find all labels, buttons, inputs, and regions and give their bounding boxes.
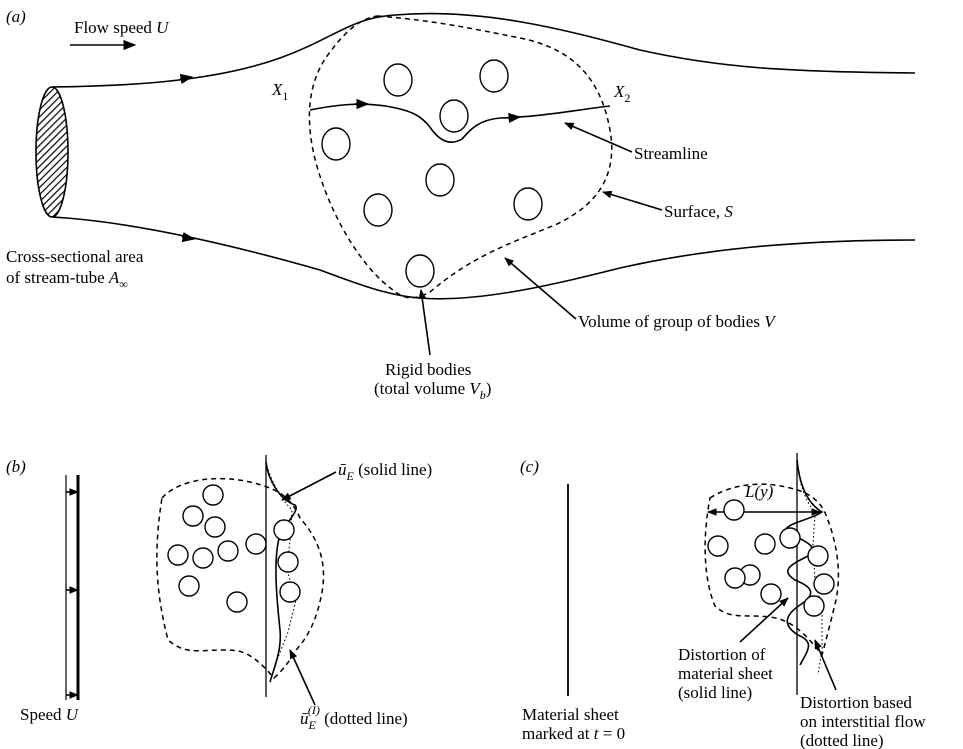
rigid-body-circle — [178, 575, 200, 597]
streamline-arrowhead-icon-2 — [507, 112, 522, 124]
ly-label: L(y) — [744, 482, 774, 501]
distortion-label-line1: Distortion of — [678, 645, 766, 664]
rigid-body-circle — [803, 595, 825, 617]
streamline-pointer — [564, 122, 633, 153]
rigid-body-circle — [779, 527, 801, 549]
rigid-body-circle — [707, 535, 729, 557]
cross-section-ellipse — [35, 86, 69, 218]
volume-label: Volume of group of bodies V — [578, 312, 777, 331]
material-sheet-label-line1: Material sheet — [522, 705, 619, 724]
upper-flow-arrowhead-icon — [179, 73, 194, 84]
lower-flow-arrowhead-icon — [181, 232, 196, 243]
panel-b-label: (b) — [6, 457, 26, 476]
rigid-body-circle — [226, 591, 248, 613]
point-x2-label: X2 — [613, 82, 630, 105]
surface-s-dashed-boundary — [308, 15, 613, 299]
rigid-body-circle — [245, 533, 267, 555]
rigid-body-circle — [813, 573, 835, 595]
rigid-body-circle — [217, 540, 239, 562]
stream-tube-upper-boundary — [51, 12, 916, 88]
rigid-body-circle — [425, 163, 455, 197]
group-boundary-c — [704, 483, 840, 657]
rigid-body-circle — [760, 583, 782, 605]
distortion-label-line3: (solid line) — [678, 683, 752, 702]
rigid-body-circle — [439, 99, 469, 133]
panel-a-label: (a) — [6, 7, 26, 26]
interstitial-pointer — [814, 639, 837, 691]
rigid-bodies-group-c — [707, 499, 835, 617]
rigid-body-circle — [723, 499, 745, 521]
cross-section-label-line2: of stream-tube A∞ — [6, 268, 128, 291]
rigid-bodies-pointer — [418, 289, 431, 356]
interstitial-label-line3: (dotted line) — [800, 731, 884, 749]
rigid-body-circle — [182, 505, 204, 527]
rigid-body-circle — [273, 519, 295, 541]
surface-pointer — [602, 190, 663, 211]
volume-pointer — [504, 257, 577, 320]
distortion-label-line2: material sheet — [678, 664, 773, 683]
rigid-body-circle — [405, 254, 435, 288]
rigid-bodies-label-line1: Rigid bodies — [385, 360, 471, 379]
rigid-bodies-group-b — [167, 484, 301, 613]
uei-pointer — [289, 649, 316, 706]
rigid-body-circle — [754, 533, 776, 555]
interstitial-label-line1: Distortion based — [800, 693, 912, 712]
stream-tube-lower-boundary — [51, 216, 916, 300]
distortion-pointer — [739, 597, 789, 643]
point-x1-label: X1 — [271, 80, 288, 103]
surface-label: Surface, S — [664, 202, 733, 221]
rigid-body-circle — [202, 484, 224, 506]
ue-solid-label: ūE (solid line) — [338, 460, 432, 483]
interstitial-label-line2: on interstitial flow — [800, 712, 926, 731]
flow-speed-label: Flow speed U — [74, 18, 170, 37]
rigid-body-circle — [277, 551, 299, 573]
interstitial-distortion-dotted — [796, 459, 823, 676]
streamline-path — [309, 103, 611, 144]
speed-u-label: Speed U — [20, 705, 80, 724]
cross-section-label-line1: Cross-sectional area — [6, 247, 144, 266]
material-sheet-label-line2: marked at t = 0 — [522, 724, 625, 743]
rigid-body-circle — [807, 545, 829, 567]
rigid-body-circle — [383, 63, 413, 97]
panel-c-label: (c) — [520, 457, 539, 476]
rigid-body-circle — [279, 581, 301, 603]
rigid-body-circle — [724, 567, 746, 589]
rigid-body-circle — [513, 187, 543, 221]
ue-pointer — [281, 471, 337, 501]
rigid-body-circle — [479, 59, 509, 93]
rigid-body-circle — [321, 127, 351, 161]
rigid-body-circle — [204, 516, 226, 538]
rigid-body-circle — [192, 547, 214, 569]
rigid-bodies-label-line2: (total volume Vb) — [374, 379, 491, 402]
rigid-body-circle — [363, 193, 393, 227]
rigid-body-circle — [167, 544, 189, 566]
streamline-label: Streamline — [634, 144, 708, 163]
rigid-bodies-group-a — [321, 59, 543, 288]
group-boundary-b — [156, 477, 325, 680]
uei-dotted-label: ūE(I) (dotted line) — [300, 703, 408, 732]
